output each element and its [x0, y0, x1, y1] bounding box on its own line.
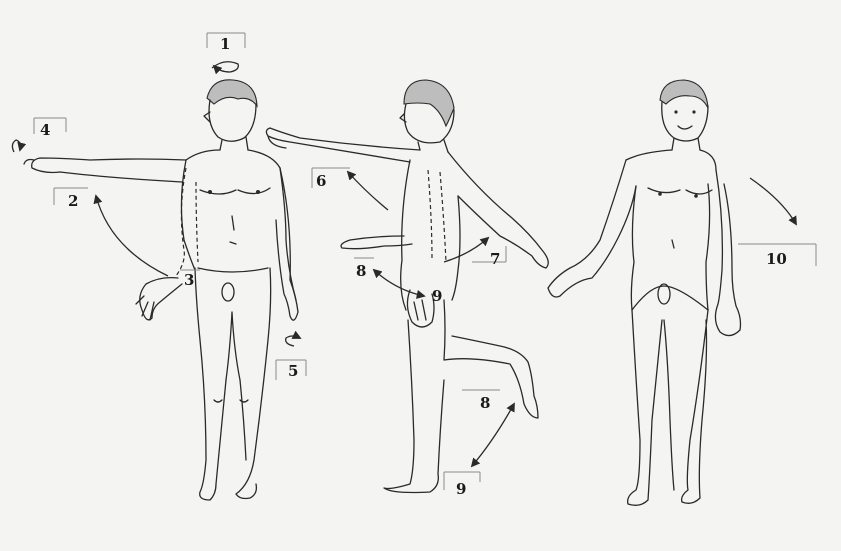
- label-8-upper: 8: [356, 264, 366, 279]
- label-2: 2: [68, 194, 78, 209]
- label-8-lower: 8: [480, 396, 490, 411]
- label-1: 1: [220, 37, 230, 52]
- label-9-lower: 9: [456, 482, 466, 497]
- label-box-7: [472, 246, 506, 262]
- label-3: 3: [184, 273, 194, 288]
- label-10: 10: [766, 252, 787, 267]
- label-7: 7: [490, 252, 500, 267]
- label-4: 4: [40, 123, 50, 138]
- label-9-upper: 9: [432, 289, 442, 304]
- figure-side-flexion: [266, 80, 548, 493]
- figure-front-abduction: [12, 62, 300, 500]
- label-6: 6: [316, 174, 326, 189]
- figure-front-standing: [548, 80, 796, 505]
- label-5: 5: [288, 364, 298, 379]
